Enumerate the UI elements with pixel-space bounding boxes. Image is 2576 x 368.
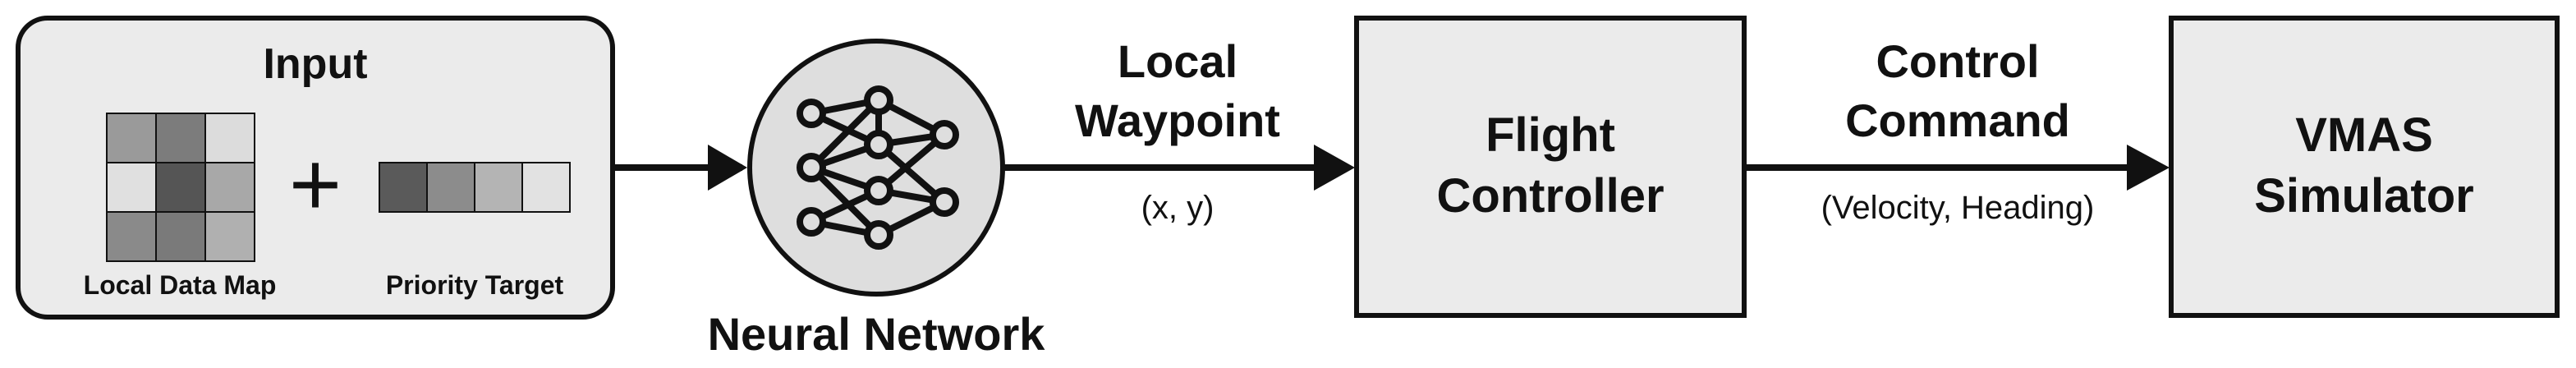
priority-cell	[521, 162, 571, 213]
edge-label-control: Control	[1876, 35, 2039, 87]
grid-cell	[155, 211, 206, 262]
flight-controller-block: Flight Controller	[1354, 16, 1747, 318]
priority-cell	[474, 162, 523, 213]
priority-target-bar	[379, 162, 571, 213]
neural-network-nodes	[797, 85, 959, 250]
priority-cell	[426, 162, 475, 213]
simulator-box	[2169, 16, 2560, 318]
local-data-map-grid	[106, 113, 255, 262]
priority-cell	[379, 162, 428, 213]
neural-network-block: Neural Network	[708, 39, 1046, 360]
input-block: Input + Local Data Map Priority Target	[16, 16, 615, 320]
arrowhead-nn-to-fc	[1314, 145, 1355, 191]
simulator-label-line1: VMAS	[2295, 108, 2433, 162]
plus-symbol: +	[289, 134, 342, 235]
edge-label-local: Local	[1118, 35, 1237, 87]
grid-cell	[155, 113, 206, 163]
priority-target-label: Priority Target	[386, 270, 564, 300]
flight-controller-box	[1354, 16, 1747, 318]
grid-cell	[106, 211, 157, 262]
neural-network-circle	[747, 39, 1005, 297]
edge-label-command: Command	[1845, 94, 2070, 146]
neural-network-label: Neural Network	[708, 308, 1046, 360]
edge-sublabel-velocity-heading: (Velocity, Heading)	[1821, 190, 2095, 226]
input-title: Input	[263, 40, 367, 88]
grid-cell	[204, 211, 255, 262]
arrowhead-fc-to-sim	[2127, 145, 2170, 191]
grid-cell	[106, 113, 157, 163]
edge-sublabel-xy: (x, y)	[1141, 190, 1215, 226]
grid-cell	[106, 162, 157, 213]
grid-cell	[204, 113, 255, 163]
flight-controller-label-line1: Flight	[1485, 108, 1615, 162]
grid-cell	[155, 162, 206, 213]
simulator-label-line2: Simulator	[2254, 169, 2474, 223]
arrowhead-input-to-nn	[708, 145, 747, 191]
simulator-block: VMAS Simulator	[2169, 16, 2560, 318]
flight-controller-label-line2: Controller	[1436, 169, 1664, 223]
local-data-map-label: Local Data Map	[84, 270, 277, 300]
grid-cell	[204, 162, 255, 213]
edge-label-waypoint: Waypoint	[1075, 94, 1280, 146]
